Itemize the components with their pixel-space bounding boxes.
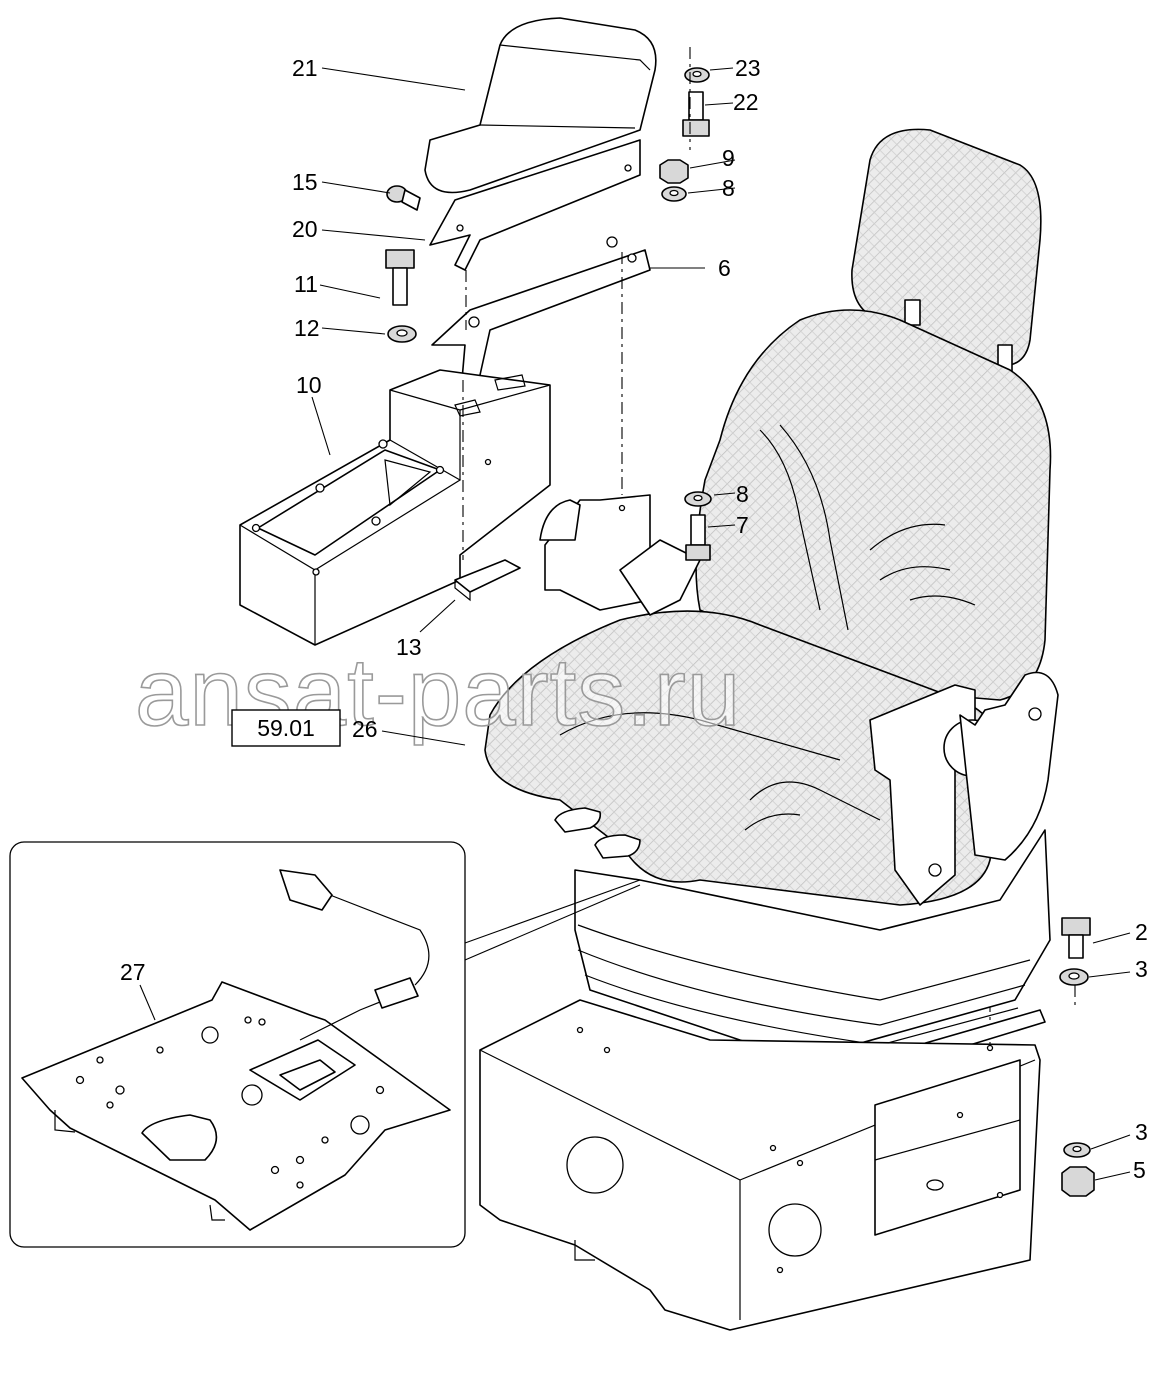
callout-3-lower: 3 bbox=[1135, 1119, 1148, 1145]
callout-12: 12 bbox=[294, 315, 320, 341]
washer-3-upper bbox=[1059, 968, 1089, 986]
callout-labels: 21 23 22 9 8 15 20 6 11 12 10 8 7 13 26 … bbox=[120, 55, 1148, 1183]
callout-2: 2 bbox=[1135, 919, 1148, 945]
callout-8-lower: 8 bbox=[736, 481, 749, 507]
callout-23: 23 bbox=[735, 55, 761, 81]
nut-9 bbox=[659, 159, 689, 184]
bolt-22 bbox=[682, 91, 710, 137]
washer-12 bbox=[387, 325, 417, 343]
nut-5 bbox=[1061, 1166, 1095, 1197]
callout-11: 11 bbox=[294, 271, 318, 297]
bracket-plate bbox=[431, 236, 651, 381]
leader-lines bbox=[139, 67, 1131, 1181]
reference-box[interactable]: 59.01 bbox=[231, 709, 341, 747]
callout-10: 10 bbox=[296, 372, 322, 398]
callout-22: 22 bbox=[733, 89, 759, 115]
control-console bbox=[239, 369, 551, 646]
callout-27: 27 bbox=[120, 959, 146, 985]
callout-7: 7 bbox=[736, 512, 749, 538]
bolt-2 bbox=[1061, 917, 1091, 959]
slide-plate-13 bbox=[454, 559, 521, 602]
washer-23 bbox=[684, 67, 710, 83]
detail-inset bbox=[9, 841, 641, 1248]
callout-9: 9 bbox=[722, 145, 735, 171]
washer-8-upper bbox=[661, 186, 687, 202]
callout-20: 20 bbox=[292, 216, 318, 242]
bolt-11 bbox=[385, 249, 415, 306]
watermark-text: ansat-parts.ru bbox=[135, 639, 741, 746]
screw-15 bbox=[386, 185, 421, 211]
callout-15: 15 bbox=[292, 169, 318, 195]
callout-5: 5 bbox=[1133, 1157, 1146, 1183]
washer-8-lower bbox=[684, 491, 712, 507]
armrest-pad bbox=[424, 17, 657, 194]
callout-26: 26 bbox=[352, 716, 378, 742]
seat-base-box bbox=[479, 999, 1041, 1331]
armrest-bracket bbox=[429, 139, 641, 271]
callout-6: 6 bbox=[718, 255, 731, 281]
callout-8-upper: 8 bbox=[722, 175, 735, 201]
callout-13: 13 bbox=[396, 634, 422, 660]
washer-3-lower bbox=[1063, 1142, 1091, 1158]
reference-label: 59.01 bbox=[257, 715, 315, 741]
callout-21: 21 bbox=[292, 55, 318, 81]
callout-3-upper: 3 bbox=[1135, 956, 1148, 982]
bolt-7 bbox=[685, 514, 711, 561]
